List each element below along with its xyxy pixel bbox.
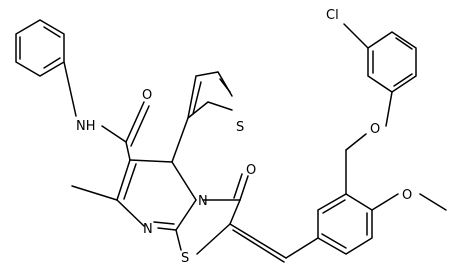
atom-labels: Cl O O O NH S O N N S: [76, 8, 412, 266]
phenyl-ring: [15, 19, 65, 77]
c6-c5-bond: [129, 159, 173, 163]
methoxy-oxygen-label: O: [402, 188, 412, 203]
thiophene-sulfur-label: S: [236, 120, 244, 135]
amide-nh-label: NH: [76, 119, 96, 134]
phenyl-nh-bond: [63, 61, 77, 117]
ether-oxygen-label: O: [370, 122, 380, 137]
ketone-bond: [239, 175, 249, 201]
c6-c7-double-bond: [116, 159, 131, 201]
thiazole-sulfur-label: S: [181, 251, 189, 266]
bonds: [15, 19, 447, 263]
thiophene-ring: [187, 71, 233, 119]
amide-oxygen-label: O: [142, 88, 152, 103]
ketone-oxygen-label: O: [246, 163, 256, 178]
methyl-bond: [71, 185, 118, 201]
ring-nitrogen-label: N: [198, 194, 208, 209]
benzylidene-ring: [317, 193, 373, 255]
chlorine-label: Cl: [326, 8, 339, 23]
chloro-bond: [343, 23, 369, 49]
thiophene-attachment-bond: [171, 117, 189, 163]
methoxy-bond: [371, 193, 399, 211]
chlorophenyl-ring: [367, 31, 417, 93]
exocyclic-double-bond: [229, 223, 287, 259]
aryl-ether-bond: [385, 91, 393, 127]
pyrimidine-nitrogen-label: N: [143, 222, 153, 237]
amide-cn-bond: [101, 125, 127, 143]
amide-carbonyl-bond: [125, 101, 145, 143]
